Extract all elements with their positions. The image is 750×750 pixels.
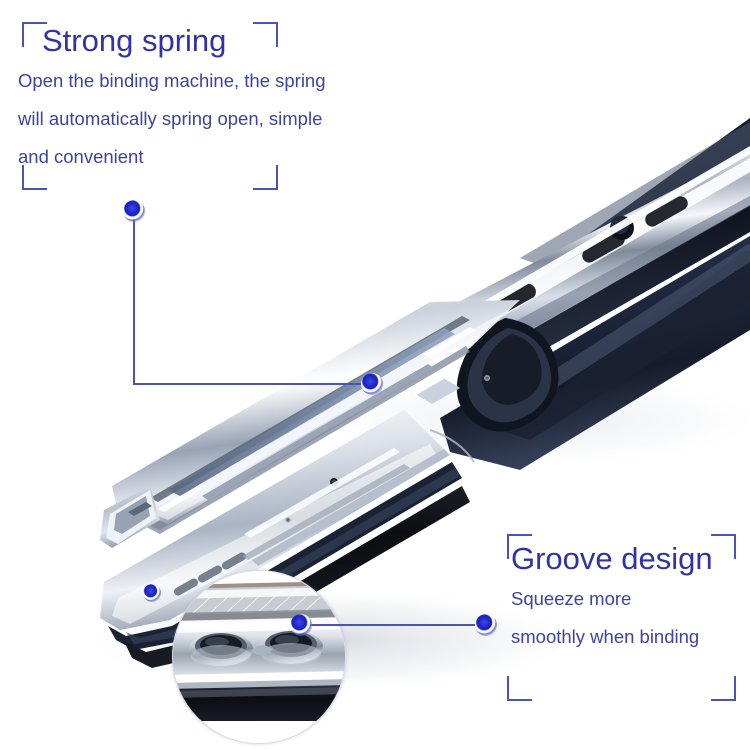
marker-dot-groove-detail[interactable]: [290, 614, 312, 636]
callout-body-line: Squeeze more: [511, 588, 632, 609]
marker-dot-stapler-base[interactable]: [143, 584, 161, 602]
groove-closeup-illustration: [173, 571, 345, 743]
leader-line-spring-vertical: [133, 211, 135, 384]
leader-line-spring-horizontal: [133, 383, 373, 385]
callout-body-line: smoothly when binding: [511, 626, 700, 647]
groove-detail-inset: [172, 570, 346, 744]
callout-heading-strong-spring: Strong spring: [42, 23, 227, 58]
callout-body-line: will automatically spring open, simple: [18, 108, 323, 129]
bracket-corner-bottom-right: [711, 676, 736, 701]
groove-ring-right: [259, 630, 323, 665]
marker-dot-spring-mechanism[interactable]: [361, 373, 383, 395]
marker-dot-groove-origin[interactable]: [475, 614, 497, 636]
callout-strong-spring: Strong spring Open the binding machine, …: [16, 22, 326, 176]
marker-dot-spring-origin[interactable]: [123, 200, 145, 222]
bracket-corner-bottom-left: [507, 676, 532, 701]
callout-body-line: and convenient: [18, 146, 144, 167]
callout-heading-groove-design: Groove design: [511, 541, 713, 576]
callout-body-line: Open the binding machine, the spring: [18, 70, 326, 91]
callout-groove-design: Groove design Squeeze more smoothly when…: [503, 534, 739, 656]
groove-ring-left: [189, 632, 253, 667]
